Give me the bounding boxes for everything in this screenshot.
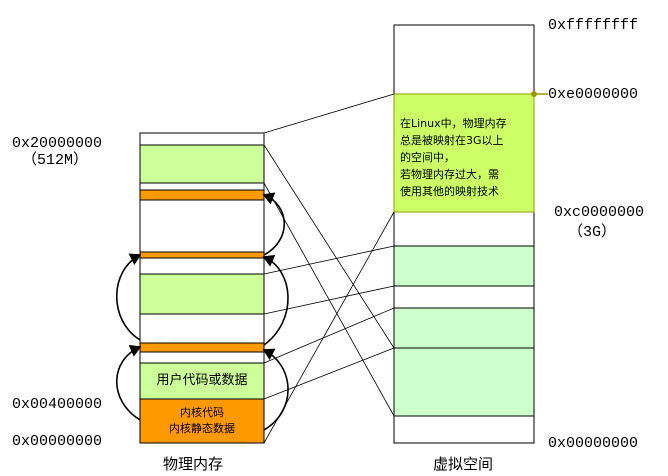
relocation-arrows [115,192,289,431]
high-start-marker-dot [531,91,537,97]
kernel-block-line-1: 内核代码 [180,406,224,419]
phys-address-zero: 0x00000000 [12,433,103,450]
kernel-block-line-2: 内核静态数据 [169,422,235,435]
mapping-line-cross-6 [263,347,395,400]
note-line-5: 使用其他的映射技术 [400,185,499,198]
note-line-3: 的空间中， [400,151,455,164]
mapping-line-cross-1 [263,144,395,349]
mapping-line-cross-3 [263,245,395,275]
phys-orange-strip-1 [139,189,265,201]
phys-orange-strip-2 [139,251,265,259]
virt-address-max: 0xffffffff [548,17,639,34]
virtual-space-caption: 虚拟空间 [433,455,494,473]
arrow-left-lower [116,344,142,421]
phys-green-block-top [139,144,265,184]
note-line-2: 总是被映射在3G以上 [400,134,504,147]
mapping-line-cross-5 [263,307,395,364]
virt-kernel-area [393,93,535,213]
virt-mapped-block-3 [393,347,535,417]
mapping-line-cross-2 [263,182,395,417]
phys-kernel-block [139,398,265,444]
note-line-4: 若物理内存过大，需 [400,168,499,181]
virt-address-kernel-base: 0xc0000000 [554,204,645,221]
virt-size-kernel-base: （3G） [568,224,617,241]
virt-address-high-start: 0xe0000000 [548,86,639,103]
phys-orange-strip-3 [139,342,265,353]
physical-memory-column [139,132,265,444]
virt-kernel-note: 在Linux中，物理内存 总是被映射在3G以上 的空间中， 若物理内存过大，需 … [400,115,538,200]
virt-address-zero: 0x00000000 [548,435,639,452]
virt-mapped-block-2 [393,307,535,349]
virtual-space-column [393,24,548,444]
phys-address-top: 0x20000000 [12,135,103,152]
arrow-left-upper [115,253,142,341]
phys-size-top: （512M） [22,152,89,169]
phys-green-block-mid [139,273,265,315]
mapping-lines [263,93,395,444]
note-line-1: 在Linux中，物理内存 [400,117,507,130]
arrow-right-middle [262,254,289,346]
virt-mapped-block-1 [393,245,535,287]
physical-memory-caption: 物理内存 [163,455,224,473]
mapping-line-top [263,93,395,134]
mapping-line-cross-4 [263,285,395,315]
arrow-right-lower [262,348,289,431]
user-block-label: 用户代码或数据 [156,373,248,388]
phys-address-user-start: 0x00400000 [12,396,103,413]
phys-user-block [139,362,265,400]
arrow-right-upper [262,192,286,256]
